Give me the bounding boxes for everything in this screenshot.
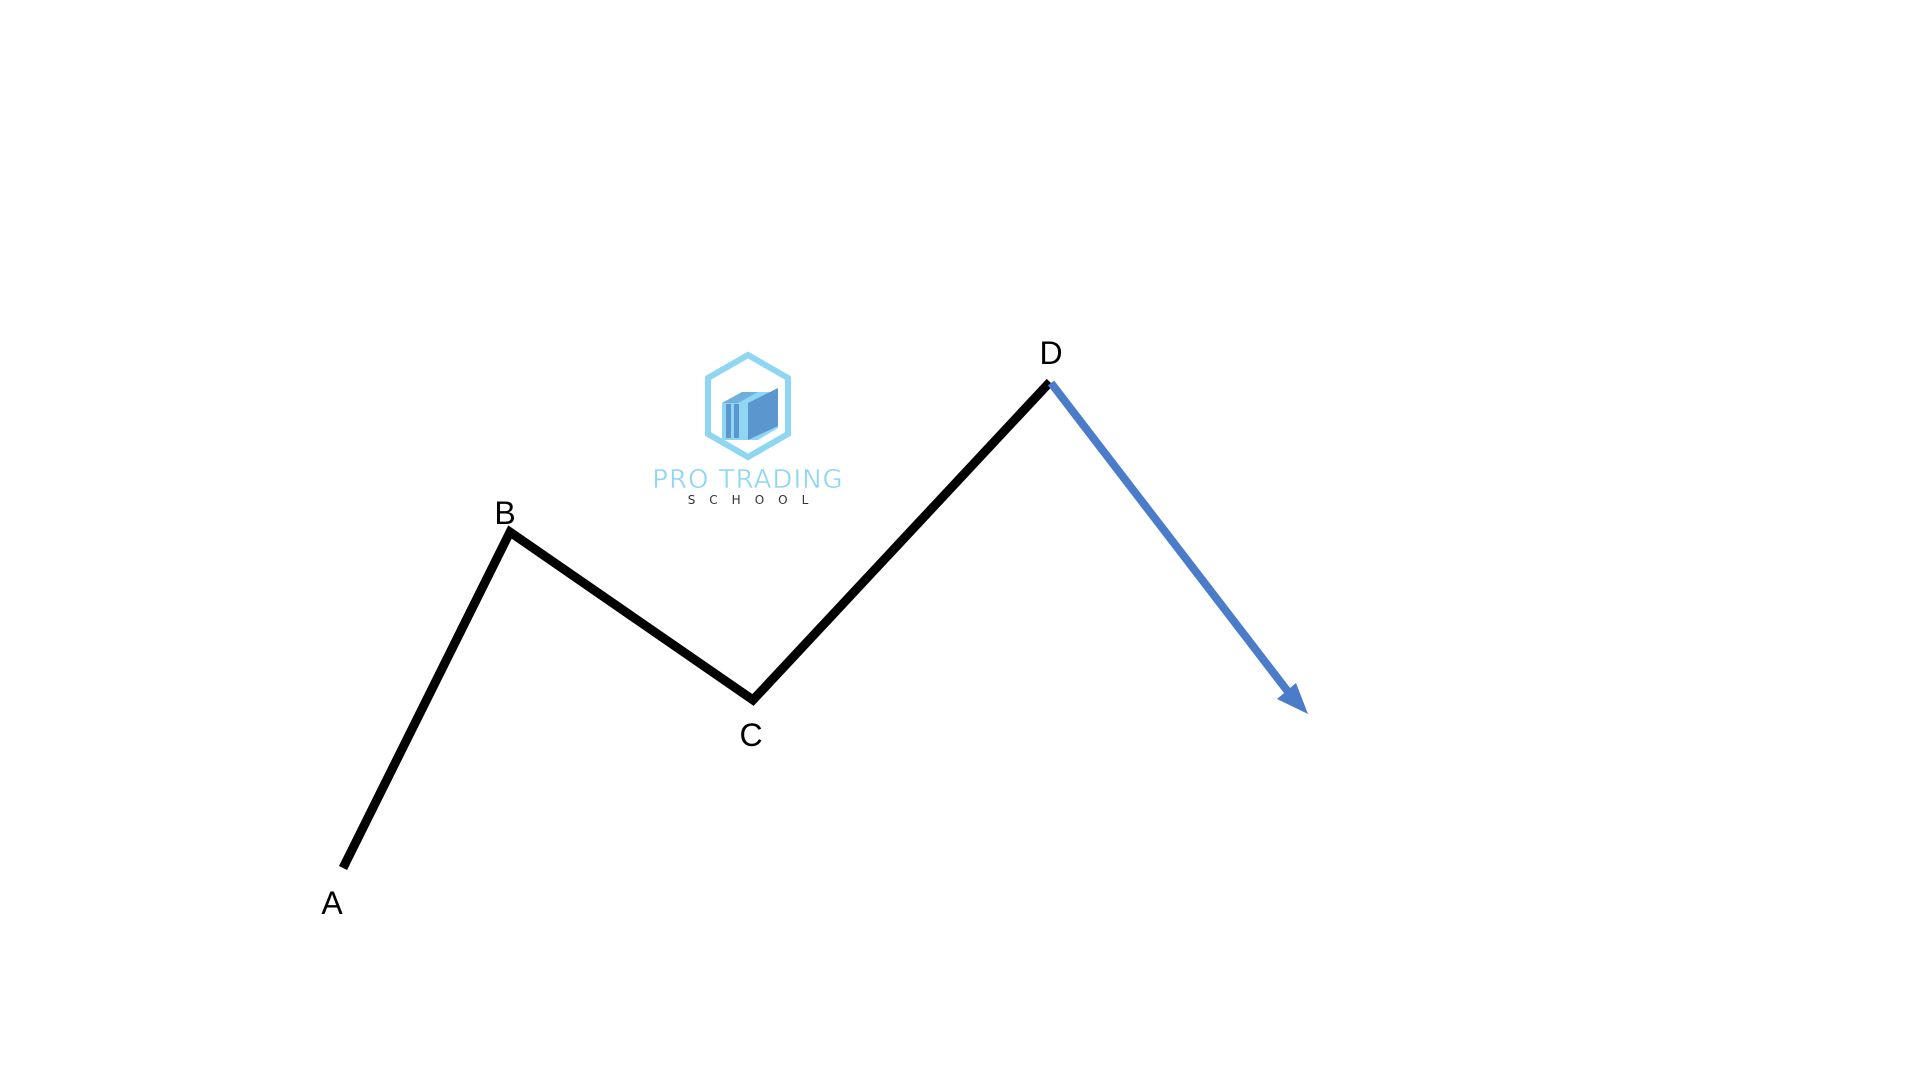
point-label-d: D (1039, 335, 1062, 371)
point-label-c: C (739, 717, 762, 753)
point-label-b: B (494, 495, 515, 531)
pro-trading-school-logo: PRO TRADING SCHOOL (652, 351, 843, 507)
logo-books-icon (722, 388, 778, 440)
logo-hexagon-icon (705, 351, 791, 461)
logo-brand-text: PRO TRADING (652, 465, 843, 495)
projection-arrow-line (1047, 380, 1293, 696)
point-label-a: A (321, 885, 343, 921)
abcd-price-path (338, 378, 1054, 871)
logo-sub-text: SCHOOL (688, 493, 823, 507)
projection-arrowhead (1277, 683, 1308, 714)
